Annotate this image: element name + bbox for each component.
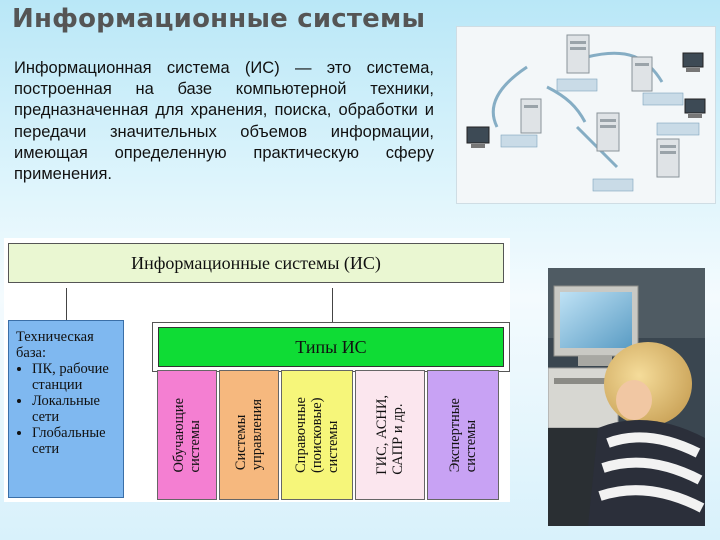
type-label: Экспертные системы: [447, 397, 479, 473]
tech-base-box: Техническая база: ПК, рабочие станции Ло…: [8, 320, 124, 498]
network-illustration: [456, 26, 716, 204]
arrow: [586, 51, 664, 83]
types-box-frame: Типы ИС: [152, 322, 510, 372]
type-column-gis: ГИС, АСНИ, САПР и др.: [355, 370, 425, 500]
type-label: Справочные (поисковые) системы: [293, 397, 341, 473]
type-label: ГИС, АСНИ, САПР и др.: [374, 395, 406, 475]
computer-icon: [466, 126, 490, 148]
arrow: [491, 65, 528, 128]
type-column-expert: Экспертные системы: [427, 370, 499, 500]
list-item: ПК, рабочие станции: [32, 361, 119, 393]
type-column-management: Системы управления: [219, 370, 279, 500]
server-icon: [656, 138, 680, 178]
server-icon: [596, 112, 620, 152]
computer-icon: [682, 52, 704, 72]
connector-line: [332, 288, 333, 322]
child-at-computer-photo: [548, 268, 705, 526]
server-icon: [566, 34, 590, 74]
definition-text: Информационная система (ИС) — это систем…: [14, 59, 434, 184]
arrow: [546, 85, 587, 123]
list-item: Локальные сети: [32, 393, 119, 425]
is-diagram: Информационные системы (ИС) Техническая …: [4, 238, 510, 502]
type-label: Системы управления: [233, 399, 265, 471]
type-column-reference: Справочные (поисковые) системы: [281, 370, 353, 500]
type-column-training: Обучающие системы: [157, 370, 217, 500]
tech-base-list: ПК, рабочие станции Локальные сети Глоба…: [16, 361, 119, 457]
computer-icon: [684, 98, 706, 118]
server-icon: [520, 98, 542, 134]
server-icon: [631, 56, 653, 92]
type-label: Обучающие системы: [171, 397, 203, 473]
page-title: Информационные системы: [12, 4, 426, 34]
connector-line: [66, 288, 67, 320]
tech-base-heading: Техническая база:: [16, 329, 94, 361]
diagram-root-box: Информационные системы (ИС): [8, 243, 504, 283]
types-box: Типы ИС: [158, 327, 504, 367]
list-item: Глобальные сети: [32, 425, 119, 457]
